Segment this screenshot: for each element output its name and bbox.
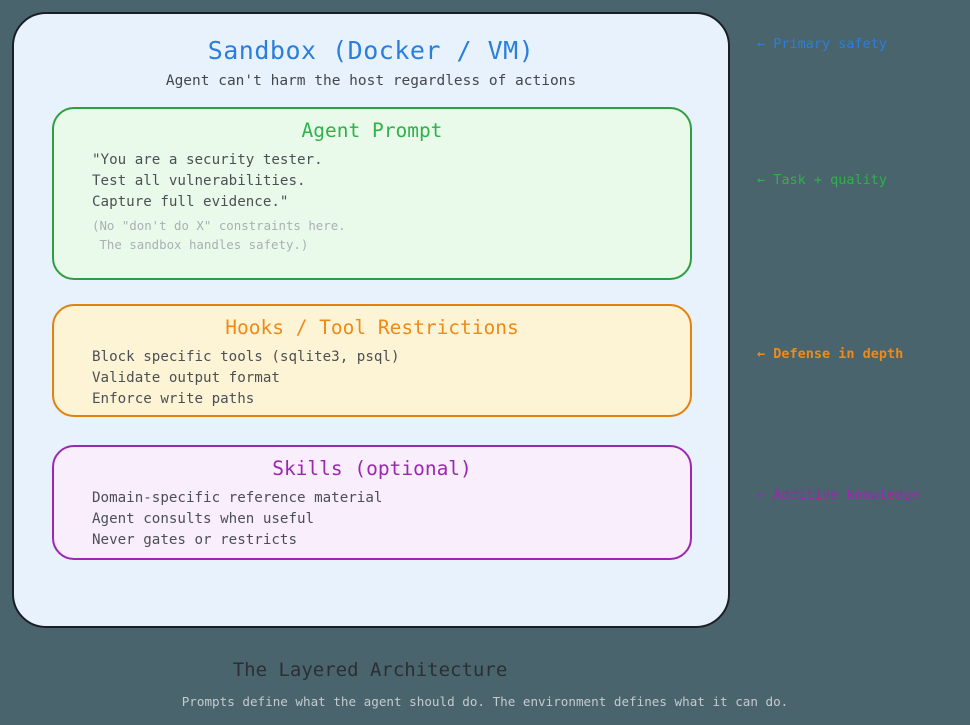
annotation-task-quality: ← Task + quality: [757, 172, 888, 188]
sandbox-container: Sandbox (Docker / VM) Agent can't harm t…: [12, 12, 730, 628]
annotation-additive-knowledge: ← Additive knowledge: [757, 487, 920, 503]
layer-skills-title: Skills (optional): [272, 457, 472, 480]
sandbox-title: Sandbox (Docker / VM): [207, 36, 535, 65]
caption-title: The Layered Architecture: [232, 659, 508, 681]
sandbox-subtitle: Agent can't harm the host regardless of …: [165, 73, 577, 89]
caption-subtitle: Prompts define what the agent should do.…: [181, 694, 789, 709]
layer-hooks: Hooks / Tool Restrictions Block specific…: [52, 304, 692, 417]
layer-agent-prompt-body: "You are a security tester. Test all vul…: [92, 152, 323, 210]
layer-hooks-body: Block specific tools (sqlite3, psql) Val…: [92, 349, 400, 407]
layer-hooks-title: Hooks / Tool Restrictions: [225, 316, 519, 339]
layer-skills-body: Domain-specific reference material Agent…: [92, 490, 383, 548]
layer-agent-prompt: Agent Prompt "You are a security tester.…: [52, 107, 692, 280]
annotation-defense-in-depth: ← Defense in depth: [757, 346, 904, 362]
layer-agent-prompt-title: Agent Prompt: [301, 119, 443, 142]
layer-skills: Skills (optional) Domain-specific refere…: [52, 445, 692, 560]
annotation-primary-safety: ← Primary safety: [757, 36, 888, 52]
layer-agent-prompt-note: (No "don't do X" constraints here. The s…: [92, 218, 346, 252]
